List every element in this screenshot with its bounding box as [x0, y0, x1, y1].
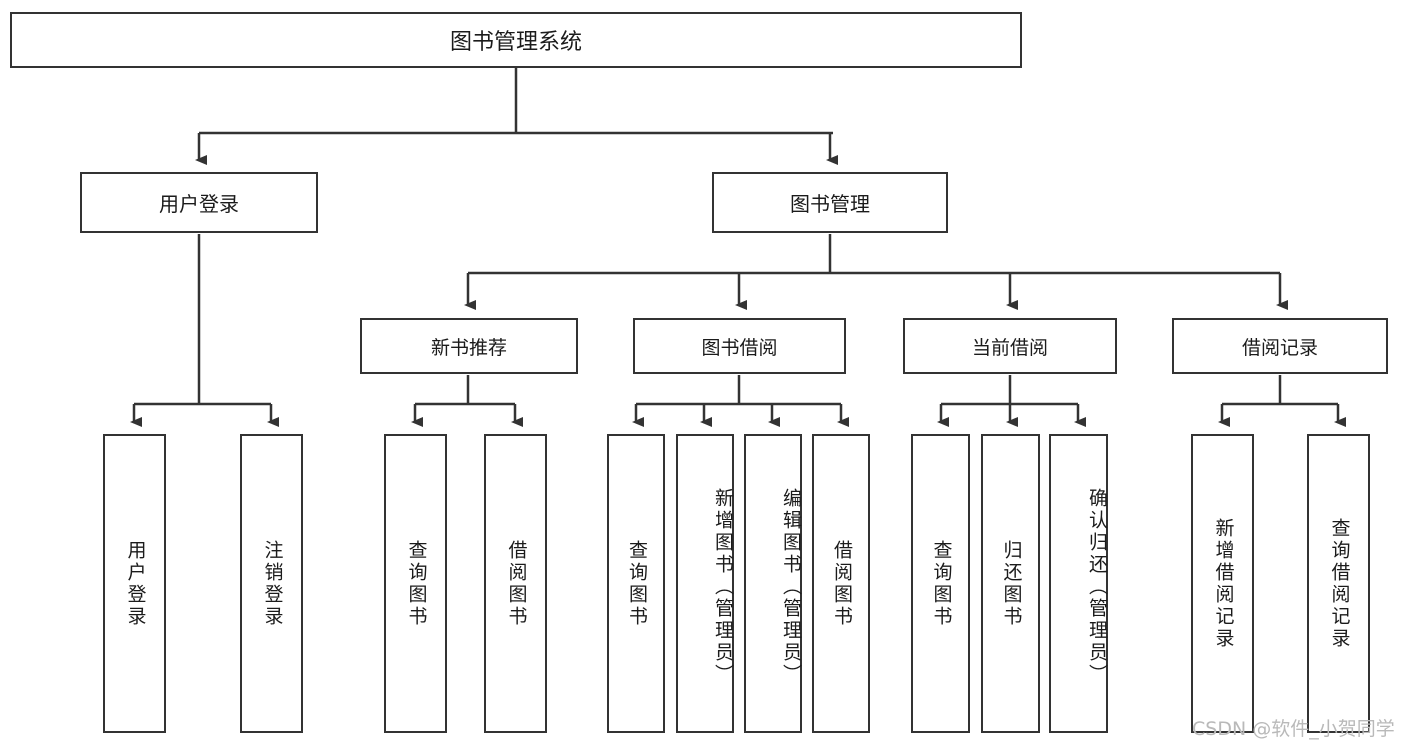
node-book-borrow-label: 图书借阅	[701, 336, 778, 359]
leaf-book-borrow-add-label: 新增图书（管理员）	[712, 487, 734, 686]
leaf-current-borrow-confirm-return[interactable]: 确认归还（管理员）	[1049, 434, 1108, 733]
leaf-borrow-record-query[interactable]: 查询借阅记录	[1307, 434, 1370, 733]
leaf-current-borrow-query[interactable]: 查询图书	[911, 434, 970, 733]
leaf-borrow-record-query-label: 查询借阅记录	[1328, 517, 1351, 650]
leaf-user-login-login-label: 用户登录	[124, 539, 147, 628]
node-new-book-recommend[interactable]: 新书推荐	[360, 318, 578, 374]
node-borrow-record[interactable]: 借阅记录	[1172, 318, 1388, 374]
node-current-borrow-label: 当前借阅	[971, 336, 1048, 359]
watermark: CSDN @软件_小贺同学	[1192, 718, 1395, 740]
leaf-current-borrow-return-label: 归还图书	[1000, 539, 1023, 628]
leaf-book-borrow-query-label: 查询图书	[625, 539, 648, 628]
leaf-user-login-logout[interactable]: 注销登录	[240, 434, 303, 733]
leaf-borrow-record-add-label: 新增借阅记录	[1212, 517, 1235, 650]
leaf-current-borrow-confirm-return-label: 确认归还（管理员）	[1086, 487, 1108, 686]
node-book-management[interactable]: 图书管理	[712, 172, 948, 233]
node-book-management-label: 图书管理	[790, 192, 870, 216]
leaf-new-book-borrow-label: 借阅图书	[505, 539, 528, 628]
leaf-book-borrow-edit[interactable]: 编辑图书（管理员）	[744, 434, 802, 733]
leaf-user-login-logout-label: 注销登录	[261, 539, 284, 628]
leaf-book-borrow-query[interactable]: 查询图书	[607, 434, 665, 733]
leaf-new-book-query[interactable]: 查询图书	[384, 434, 447, 733]
node-current-borrow[interactable]: 当前借阅	[903, 318, 1117, 374]
leaf-new-book-borrow[interactable]: 借阅图书	[484, 434, 547, 733]
node-user-login[interactable]: 用户登录	[80, 172, 318, 233]
node-root-label: 图书管理系统	[449, 30, 582, 55]
node-root[interactable]: 图书管理系统	[10, 12, 1022, 68]
leaf-book-borrow-borrow-label: 借阅图书	[830, 539, 853, 628]
leaf-book-borrow-add[interactable]: 新增图书（管理员）	[676, 434, 734, 733]
leaf-book-borrow-borrow[interactable]: 借阅图书	[812, 434, 870, 733]
leaf-borrow-record-add[interactable]: 新增借阅记录	[1191, 434, 1254, 733]
leaf-new-book-query-label: 查询图书	[405, 539, 428, 628]
node-book-borrow[interactable]: 图书借阅	[633, 318, 846, 374]
leaf-user-login-login[interactable]: 用户登录	[103, 434, 166, 733]
node-user-login-label: 用户登录	[159, 192, 239, 216]
node-borrow-record-label: 借阅记录	[1241, 336, 1318, 359]
node-new-book-recommend-label: 新书推荐	[430, 336, 507, 359]
leaf-book-borrow-edit-label: 编辑图书（管理员）	[780, 487, 802, 686]
leaf-current-borrow-return[interactable]: 归还图书	[981, 434, 1040, 733]
leaf-current-borrow-query-label: 查询图书	[930, 539, 953, 628]
